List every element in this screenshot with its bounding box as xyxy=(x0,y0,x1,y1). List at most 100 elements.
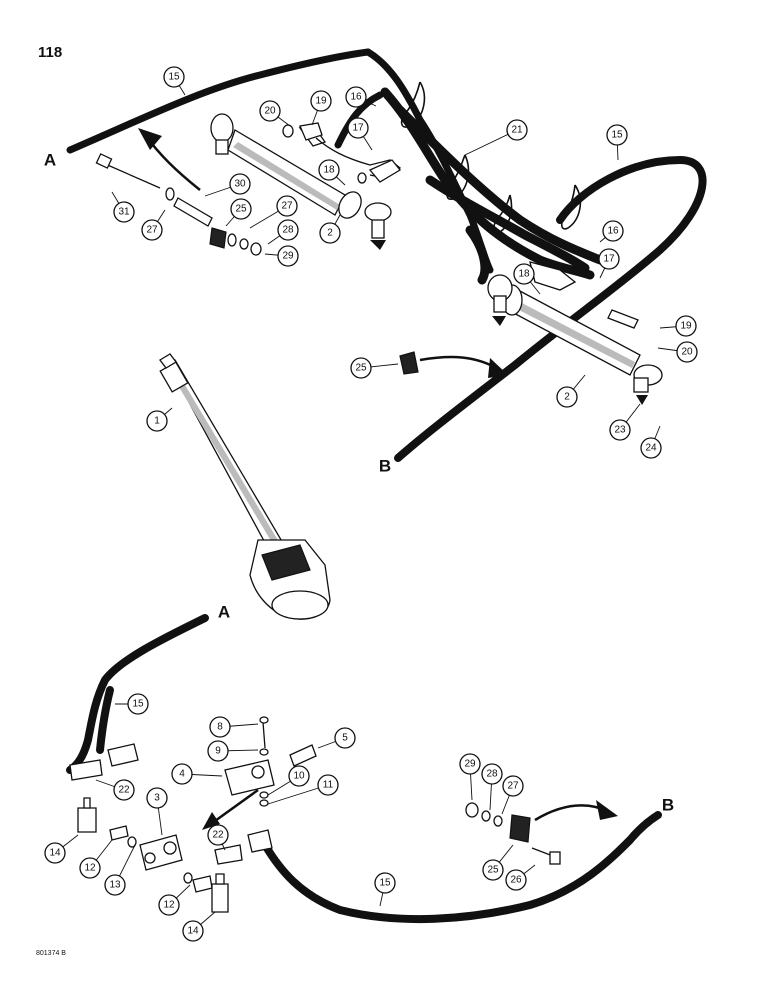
callout-label: 18 xyxy=(518,269,530,280)
callout-circle xyxy=(209,716,231,738)
callout-label: 12 xyxy=(84,863,96,874)
callout-circle xyxy=(146,787,168,809)
callout-9: 9 xyxy=(207,740,259,762)
callout-label: 25 xyxy=(487,865,499,876)
callout-circle xyxy=(44,842,66,864)
callout-circle xyxy=(127,693,149,715)
callout-label: 15 xyxy=(168,72,180,83)
callout-2: 2 xyxy=(556,374,586,408)
fittings-upper-left xyxy=(282,122,401,184)
callout-25: 25 xyxy=(350,357,399,379)
callout-label: 13 xyxy=(109,880,121,891)
callout-28: 28 xyxy=(267,219,299,245)
callout-16: 16 xyxy=(599,220,624,243)
callout-label: 16 xyxy=(350,92,362,103)
steering-cylinder-left xyxy=(210,113,402,250)
callout-circle xyxy=(482,859,504,881)
callout-label: 10 xyxy=(293,771,305,782)
callout-22: 22 xyxy=(95,779,135,801)
callout-label: 28 xyxy=(486,769,498,780)
callout-circle xyxy=(606,124,628,146)
callout-label: 20 xyxy=(264,106,276,117)
callout-circle xyxy=(374,872,396,894)
callout-3: 3 xyxy=(146,787,168,836)
callout-17: 17 xyxy=(347,117,373,151)
callout-27: 27 xyxy=(141,209,166,241)
callout-20: 20 xyxy=(657,341,698,363)
callout-circle xyxy=(171,763,193,785)
callout-circle xyxy=(229,173,251,195)
callout-circle xyxy=(347,117,369,139)
callout-label: 22 xyxy=(212,830,224,841)
callout-label: 9 xyxy=(215,746,221,757)
callout-28: 28 xyxy=(481,763,503,811)
connector-b-mid: B xyxy=(379,457,391,476)
hose-15-lower-right xyxy=(261,811,662,924)
callout-29: 29 xyxy=(459,753,481,801)
callout-5: 5 xyxy=(317,727,356,749)
callout-label: 22 xyxy=(118,785,130,796)
callout-label: 29 xyxy=(282,251,294,262)
callout-circle xyxy=(207,740,229,762)
callout-18: 18 xyxy=(513,263,541,295)
clamp-25-mid xyxy=(399,351,419,375)
callout-14: 14 xyxy=(182,911,216,942)
callout-15: 15 xyxy=(374,872,396,907)
callout-label: 31 xyxy=(118,207,130,218)
callout-label: 25 xyxy=(355,363,367,374)
callout-label: 17 xyxy=(603,254,615,265)
callout-25: 25 xyxy=(482,844,514,881)
callout-24: 24 xyxy=(640,425,662,459)
callout-circle xyxy=(334,727,356,749)
callout-circle xyxy=(345,86,367,108)
callout-circle xyxy=(277,245,299,267)
callout-label: 5 xyxy=(342,733,348,744)
callout-circle xyxy=(230,198,252,220)
callout-31: 31 xyxy=(111,191,135,223)
hardware-upper-left xyxy=(95,153,262,256)
callout-21: 21 xyxy=(464,119,528,156)
callout-15: 15 xyxy=(115,693,149,715)
callout-circle xyxy=(310,90,332,112)
connector-a-upper: A xyxy=(44,151,56,170)
callout-label: 2 xyxy=(327,228,333,239)
callout-label: 8 xyxy=(217,722,223,733)
figure-code: 801374 B xyxy=(36,950,66,957)
callout-29: 29 xyxy=(264,245,299,267)
callout-label: 18 xyxy=(323,165,335,176)
callout-circle xyxy=(598,248,620,270)
callout-circle xyxy=(207,824,229,846)
callout-27: 27 xyxy=(249,195,298,229)
callout-label: 14 xyxy=(49,848,61,859)
callout-circle xyxy=(182,920,204,942)
callout-circle xyxy=(513,263,535,285)
callout-1: 1 xyxy=(146,407,173,432)
callout-30: 30 xyxy=(204,173,251,197)
callout-circle xyxy=(79,857,101,879)
callout-15: 15 xyxy=(606,124,628,161)
callout-label: 27 xyxy=(507,781,519,792)
callout-circle xyxy=(259,100,281,122)
steering-column xyxy=(159,353,331,620)
callout-14: 14 xyxy=(44,834,79,864)
lower-valve-parts xyxy=(69,716,317,913)
callout-label: 27 xyxy=(146,225,158,236)
callout-label: 2 xyxy=(564,392,570,403)
steering-cylinder-right xyxy=(487,261,663,405)
callout-16: 16 xyxy=(345,86,377,108)
callout-label: 12 xyxy=(163,900,175,911)
callout-circle xyxy=(163,66,185,88)
callout-circle xyxy=(505,869,527,891)
callout-circle xyxy=(158,894,180,916)
callout-circle xyxy=(602,220,624,242)
callout-circle xyxy=(113,779,135,801)
callout-circle xyxy=(146,410,168,432)
callout-label: 27 xyxy=(281,201,293,212)
callout-circle xyxy=(318,159,340,181)
callout-circle xyxy=(502,775,524,797)
callout-circle xyxy=(141,219,163,241)
callout-label: 30 xyxy=(234,179,246,190)
callout-circle xyxy=(609,419,631,441)
callout-label: 28 xyxy=(282,225,294,236)
clamps-21 xyxy=(400,81,582,234)
